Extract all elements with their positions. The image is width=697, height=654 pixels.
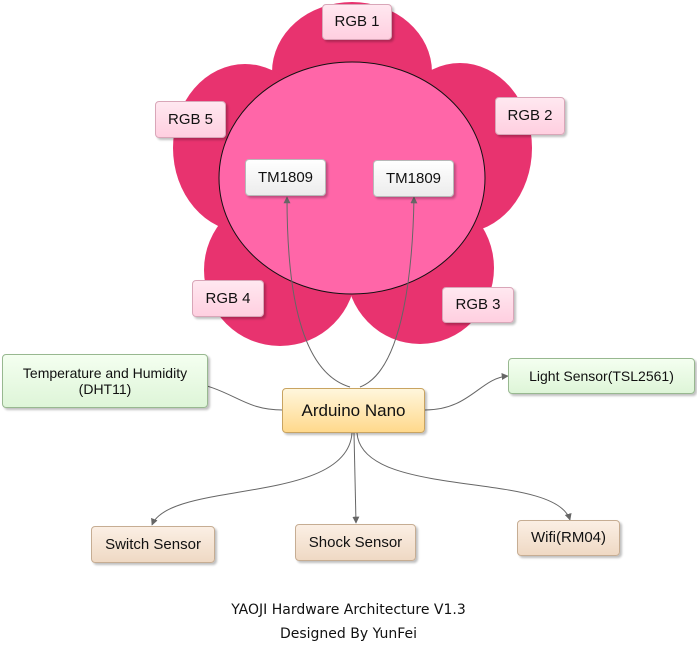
switch-sensor-node: Switch Sensor	[91, 526, 215, 563]
rgb-5-node: RGB 5	[155, 101, 226, 138]
connector-nano-tm-left	[283, 196, 351, 388]
rgb-1-node: RGB 1	[322, 4, 392, 40]
rgb-2-node: RGB 2	[495, 97, 565, 135]
diagram-title: YAOJI Hardware Architecture V1.3	[231, 602, 466, 618]
temperature-humidity-node: Temperature and Humidity (DHT11)	[2, 354, 208, 408]
connectors	[151, 196, 572, 526]
shock-sensor-node: Shock Sensor	[295, 524, 416, 561]
light-sensor-node: Light Sensor(TSL2561)	[508, 358, 695, 394]
connector-nano-light	[424, 372, 509, 411]
arduino-nano-node: Arduino Nano	[282, 388, 425, 433]
diagram-author: Designed By YunFei	[279, 626, 418, 642]
rgb-3-node: RGB 3	[442, 287, 514, 323]
connector-nano-switch	[151, 432, 353, 526]
rgb-4-node: RGB 4	[192, 280, 264, 317]
connector-nano-shock	[352, 432, 360, 524]
connector-nano-tm-right	[359, 196, 418, 388]
wifi-node: Wifi(RM04)	[517, 520, 620, 556]
flower-center	[218, 61, 486, 295]
tm1809-left-node: TM1809	[245, 159, 326, 196]
connector-nano-wifi	[356, 432, 572, 521]
tm1809-right-node: TM1809	[373, 160, 454, 197]
